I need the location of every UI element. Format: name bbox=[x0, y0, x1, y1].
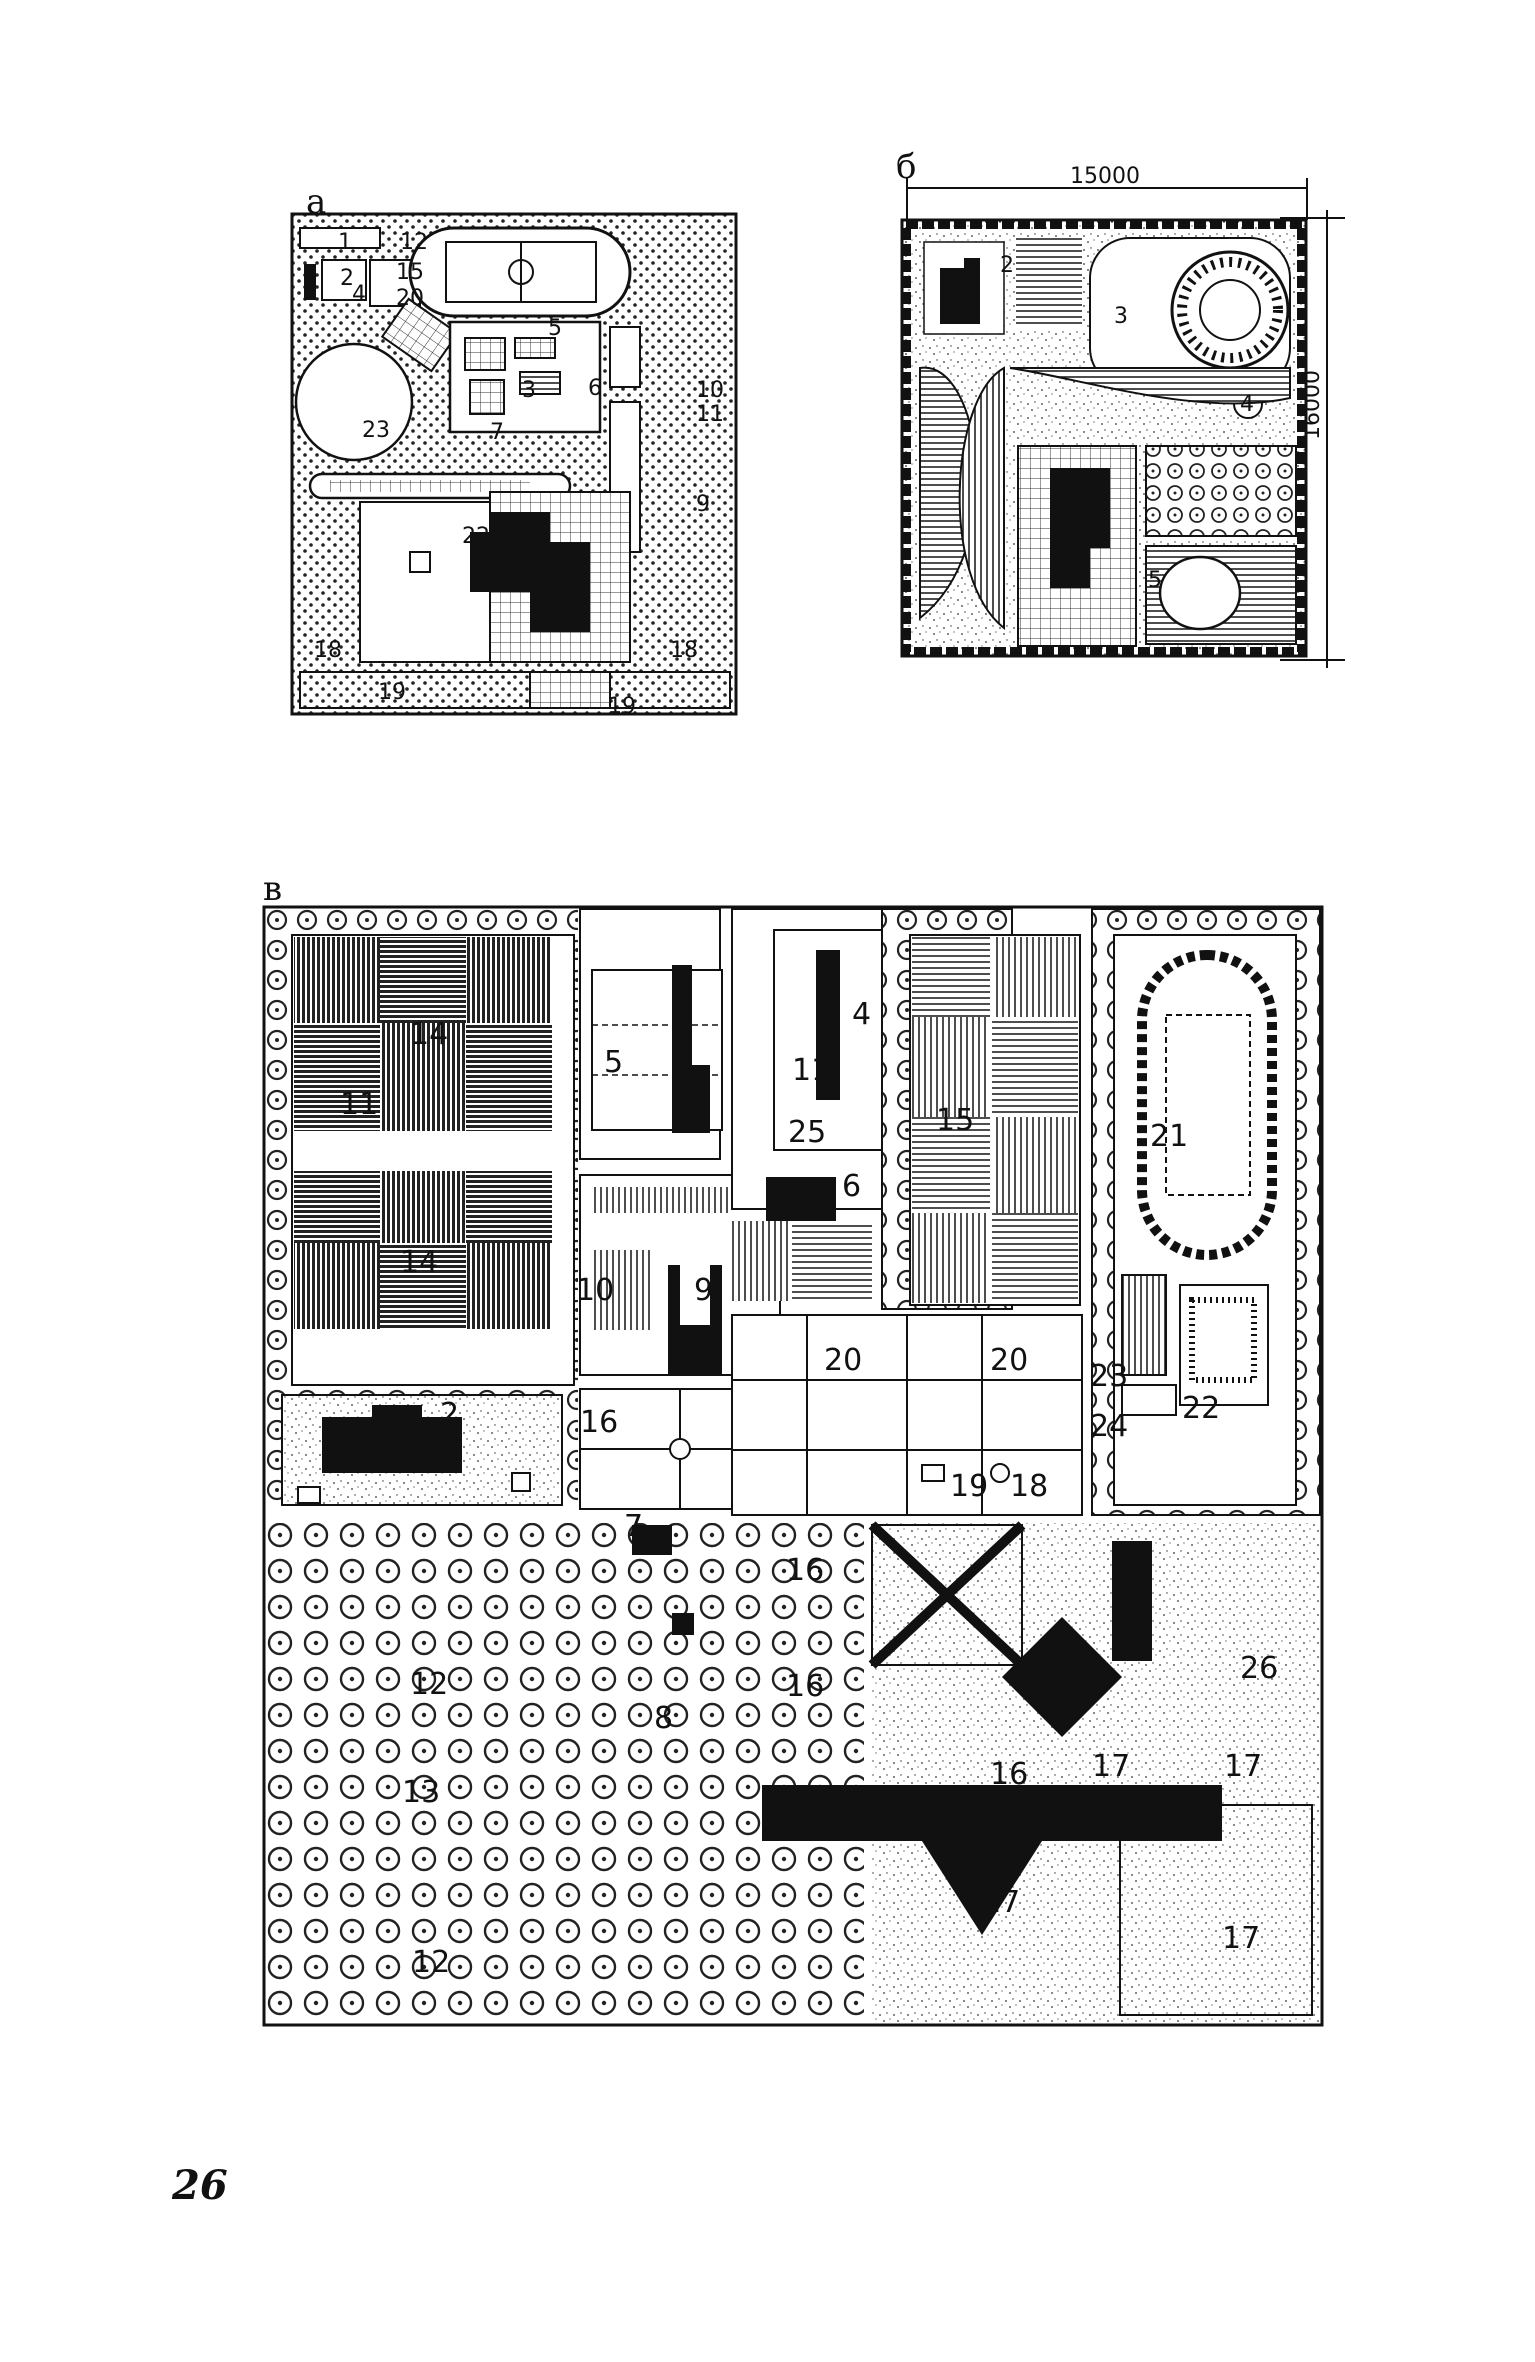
plan-v-label-16-a: 16 bbox=[786, 1553, 825, 1588]
plan-v-label-2: 2 bbox=[440, 1397, 460, 1432]
plan-v-label-17-d: 17 bbox=[1222, 1921, 1261, 1956]
plan-v-label-11-b: 11 bbox=[792, 1053, 831, 1088]
plan-v-label-6: 6 bbox=[842, 1169, 862, 1204]
plan-v-label-16-c: 16 bbox=[990, 1757, 1029, 1792]
plan-a-label-18-right: 18 bbox=[670, 638, 698, 663]
plan-v-label-20-left: 20 bbox=[824, 1343, 863, 1378]
plan-v-label-16-b: 16 bbox=[786, 1669, 825, 1704]
plan-v-label-20-right: 20 bbox=[990, 1343, 1029, 1378]
dimension-lines-b bbox=[906, 178, 1345, 668]
site-plan-v bbox=[262, 905, 1324, 2027]
plan-v-label-5: 5 bbox=[604, 1045, 624, 1080]
plan-v-label-24: 24 bbox=[1090, 1409, 1129, 1444]
plan-a-label-19-left: 19 bbox=[378, 680, 406, 705]
plan-v-label-1: 1 bbox=[768, 1797, 788, 1832]
plan-a-label-22: 22 bbox=[462, 524, 490, 549]
page-number: 26 bbox=[172, 2162, 228, 2209]
plan-v-label-19: 19 bbox=[950, 1469, 989, 1504]
plan-a-label-7: 7 bbox=[490, 420, 504, 445]
plan-v-label-26: 26 bbox=[1240, 1651, 1279, 1686]
plan-a-label-11: 11 bbox=[696, 402, 724, 427]
plan-v-label-13: 13 bbox=[402, 1775, 441, 1810]
plan-v-label-16-grid: 16 bbox=[580, 1405, 619, 1440]
width-dimension: 15000 bbox=[1070, 164, 1140, 189]
plan-a-label-5: 5 bbox=[548, 316, 562, 341]
plan-v-label-9: 9 bbox=[694, 1273, 714, 1308]
site-plan-b bbox=[900, 218, 1308, 658]
plan-a-label-18-left: 18 bbox=[314, 638, 342, 663]
plan-v-label-12-bottom: 12 bbox=[412, 1945, 451, 1980]
plan-v-label-7: 7 bbox=[624, 1509, 644, 1544]
plan-v-label-17-b: 17 bbox=[1224, 1749, 1263, 1784]
plan-a-label-15: 15 bbox=[396, 260, 424, 285]
panel-v-letter: в bbox=[263, 869, 283, 909]
panel-a-letter: а bbox=[306, 182, 327, 222]
panel-b-letter: б bbox=[896, 147, 917, 187]
plan-v-label-25: 25 bbox=[788, 1115, 827, 1150]
site-plan-a bbox=[290, 212, 738, 716]
plan-v-label-3: 3 bbox=[1118, 1613, 1138, 1648]
plan-a-label-9: 9 bbox=[696, 492, 710, 517]
plan-a-label-3: 3 bbox=[522, 378, 536, 403]
plan-v-label-18: 18 bbox=[1010, 1469, 1049, 1504]
plan-b-label-4: 4 bbox=[1240, 392, 1254, 417]
plan-a-label-19-right: 19 bbox=[608, 694, 636, 719]
plan-b-label-2: 2 bbox=[1000, 253, 1014, 278]
plan-v-label-15: 15 bbox=[936, 1103, 975, 1138]
plan-v-label-11: 11 bbox=[340, 1087, 379, 1122]
plan-v-label-22: 22 bbox=[1182, 1391, 1221, 1426]
plan-v-label-12-top: 12 bbox=[410, 1667, 449, 1702]
plan-v-label-14-bottom: 14 bbox=[400, 1245, 439, 1280]
plan-v-label-4: 4 bbox=[852, 997, 872, 1032]
plan-v-label-10: 10 bbox=[576, 1273, 615, 1308]
plan-v-label-17-a: 17 bbox=[1092, 1749, 1131, 1784]
plan-a-label-6: 6 bbox=[588, 376, 602, 401]
plan-v-label-17-c: 17 bbox=[982, 1885, 1021, 1920]
plan-v-label-21: 21 bbox=[1150, 1119, 1189, 1154]
plan-a-label-23: 23 bbox=[362, 418, 390, 443]
plan-a-label-4: 4 bbox=[352, 282, 366, 307]
plan-b-label-3: 3 bbox=[1114, 304, 1128, 329]
plan-a-label-20: 20 bbox=[396, 286, 424, 311]
plan-v-label-14-top: 14 bbox=[410, 1017, 449, 1052]
plan-a-label-1: 1 bbox=[338, 230, 352, 255]
plan-v-label-8: 8 bbox=[654, 1701, 674, 1736]
plan-a-label-2: 2 bbox=[340, 266, 354, 291]
plan-a-label-12: 12 bbox=[400, 230, 428, 255]
plan-v-label-23: 23 bbox=[1090, 1359, 1129, 1394]
plan-b-label-5: 5 bbox=[1148, 568, 1162, 593]
plan-a-label-10: 10 bbox=[696, 378, 724, 403]
